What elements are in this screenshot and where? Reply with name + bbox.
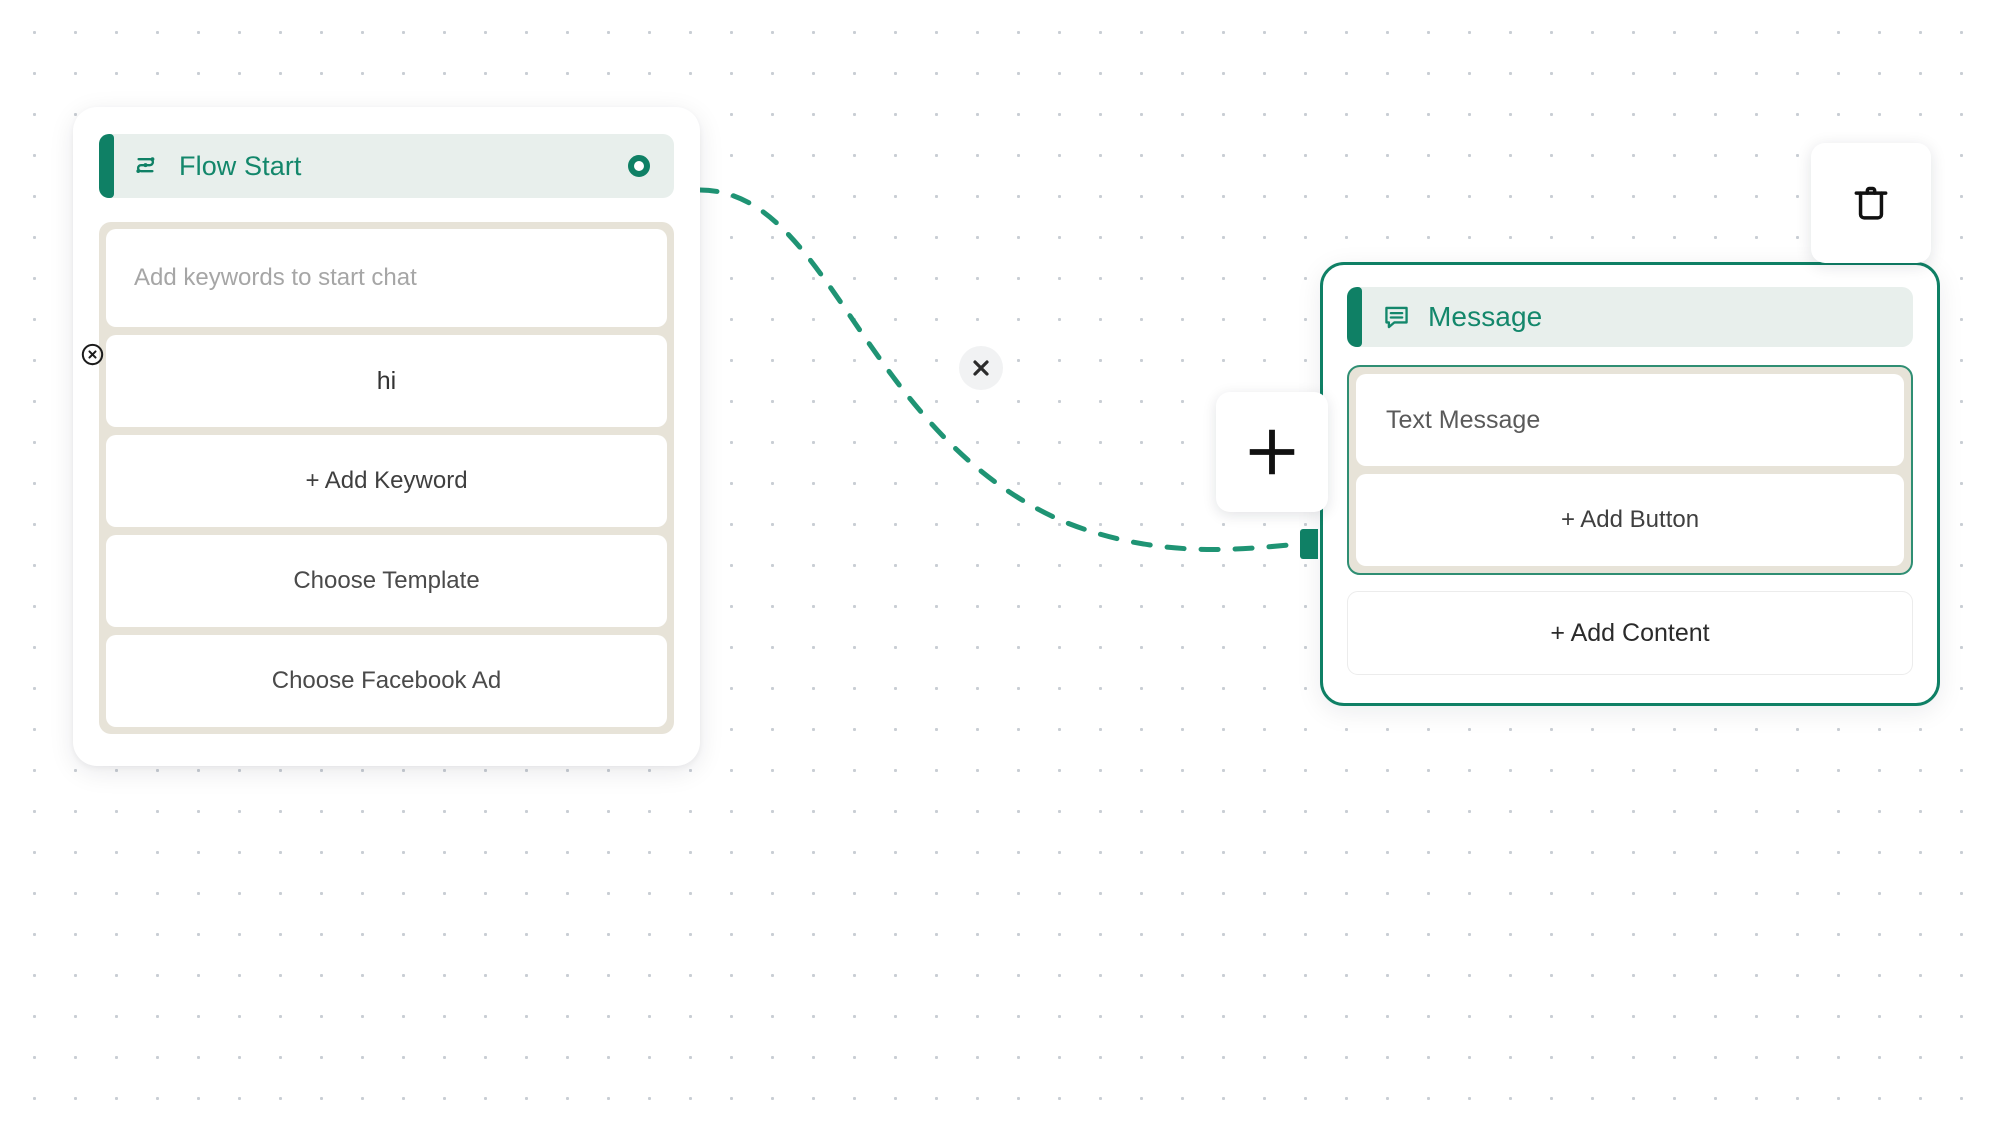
add-keyword-button[interactable]: + Add Keyword [106,435,667,527]
message-content-group: Text Message + Add Button [1347,365,1913,575]
flow-start-output-port[interactable] [628,155,650,177]
add-keyword-label: + Add Keyword [305,467,468,494]
node-message[interactable]: Message Text Message + Add Button + Add … [1320,262,1940,706]
flow-start-body: Add keywords to start chat hi + Add Keyw… [81,222,674,734]
trash-icon [1854,186,1888,220]
add-button-row[interactable]: + Add Button [1356,474,1904,566]
add-content-button[interactable]: + Add Content [1347,591,1913,675]
node-toolbar[interactable] [1811,143,1931,263]
add-button-label: + Add Button [1560,506,1700,533]
plus-icon [1249,429,1295,475]
text-message-row[interactable]: Text Message [1356,374,1904,466]
message-title: Message [1428,301,1543,332]
message-header[interactable]: Message [1347,287,1913,347]
add-node-button[interactable] [1216,392,1328,512]
keyword-item-label: hi [376,366,397,395]
flow-start-header[interactable]: Flow Start [99,134,674,198]
remove-circle-icon[interactable] [79,341,106,368]
flow-start-title: Flow Start [179,150,302,181]
edge-delete-button[interactable] [959,346,1003,390]
header-accent-bar [99,134,114,198]
choose-facebook-ad-button[interactable]: Choose Facebook Ad [106,635,667,727]
node-flow-start[interactable]: Flow Start Add keywords to start chat hi… [73,107,700,766]
message-input-port[interactable] [1300,529,1318,559]
keyword-item[interactable]: hi [81,335,667,427]
choose-template-button[interactable]: Choose Template [106,535,667,627]
flow-start-icon [133,151,163,181]
keywords-placeholder-label: Add keywords to start chat [134,264,417,291]
header-accent-bar [1347,287,1362,347]
choose-template-label: Choose Template [293,567,480,594]
text-message-label: Text Message [1386,405,1541,434]
keywords-placeholder[interactable]: Add keywords to start chat [106,229,667,327]
choose-facebook-ad-label: Choose Facebook Ad [271,667,502,694]
message-icon [1381,302,1412,333]
add-content-label: + Add Content [1550,618,1710,647]
close-icon [973,360,989,376]
delete-node-button[interactable] [1849,181,1893,225]
